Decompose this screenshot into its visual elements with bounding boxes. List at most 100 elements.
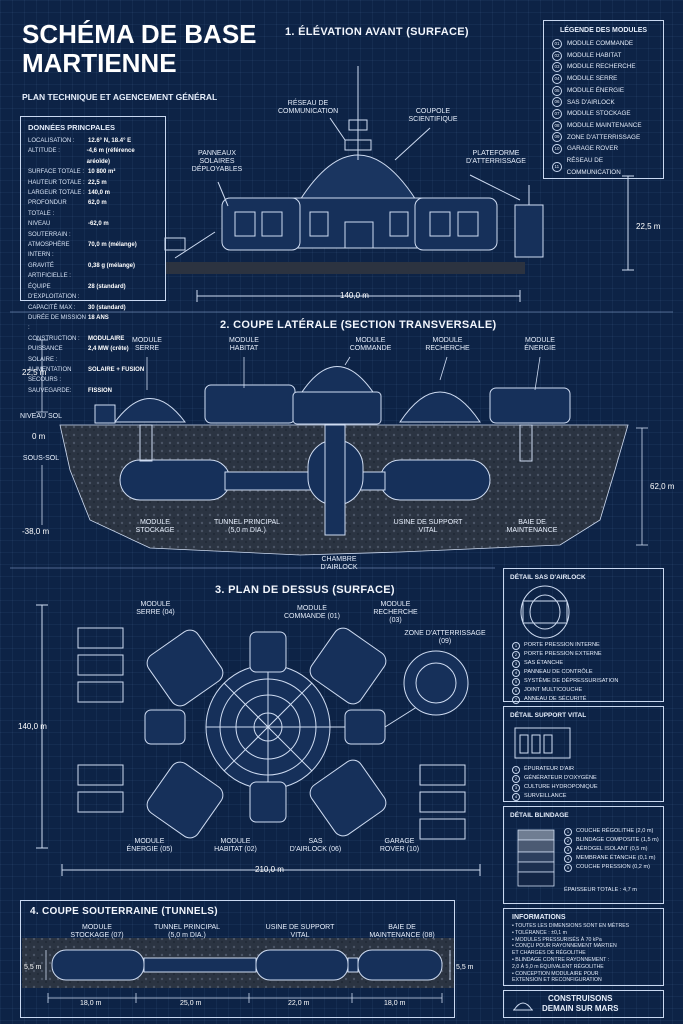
info-panel: INFORMATIONS • TOUTES LES DIMENSIONS SON… <box>503 908 664 986</box>
main-data-key: GRAVITÉ ARTIFICIELLE : <box>28 262 71 280</box>
legend-label: MODULE RECHERCHE <box>567 63 636 71</box>
tunnel-segment-3: 22,0 m <box>288 1000 310 1007</box>
cross-height: 22,5 m <box>22 368 47 377</box>
legend-number: 01 <box>552 38 562 49</box>
legend-label: MODULE MAINTENANCE <box>567 121 642 129</box>
title-line-1: SCHÉMA DE BASE <box>22 19 257 49</box>
support-detail-number: 4 <box>512 792 520 801</box>
label-tunnel-stockage: MODULE STOCKAGE (07) <box>70 924 124 939</box>
main-data-value: FISSION <box>88 387 113 394</box>
legend-label: ZONE D'ATTERRISSAGE <box>567 133 641 141</box>
airlock-detail-label: PORTE PRESSION INTERNE <box>524 642 600 648</box>
main-data-row: NIVEAU SOUTERRAIN :-62,0 m <box>28 219 158 240</box>
main-data-row: CAPACITÉ MAX :30 (standard) <box>28 303 158 313</box>
info-item: • BLINDAGE CONTRE RAYONNEMENT : <box>512 956 610 963</box>
tunnels-drawing <box>22 938 454 1003</box>
main-data-value: -62,0 m <box>88 221 109 228</box>
main-data-value: 28 (standard) <box>88 283 126 290</box>
legend-number: 09 <box>552 132 562 143</box>
legend-label: SAS D'AIRLOCK <box>567 98 615 106</box>
main-data-key: ALIMENTATION SECOURS : <box>28 366 72 384</box>
label-module-serre: MODULE SERRE <box>132 337 162 352</box>
legend-number: 05 <box>552 85 562 96</box>
support-detail-number: 3 <box>512 783 520 792</box>
blindage-detail-number: 2 <box>564 836 572 845</box>
support-detail-label: CULTURE HYDROPONIQUE <box>524 784 598 790</box>
blindage-detail-number: 4 <box>564 854 572 863</box>
legend-label: GARAGE ROVER <box>567 145 619 153</box>
tunnel-segment-1: 18,0 m <box>80 1000 102 1007</box>
label-tunnel-principal-2: TUNNEL PRINCIPAL (5,0 m DIA.) <box>153 924 221 939</box>
label-zero: 0 m <box>32 432 46 441</box>
label-module-habitat: MODULE HABITAT <box>229 337 259 352</box>
legend-label: MODULE ÉNERGIE <box>567 86 625 94</box>
legend-number: 04 <box>552 73 562 84</box>
label-niveau-sol: NIVEAU SOL <box>19 413 62 420</box>
main-data-value: 12.6° N, 18.4° E <box>88 138 132 144</box>
blindage-detail-label: MEMBRANE ÉTANCHE (0,1 m) <box>576 855 656 861</box>
info-item: EXTENSION ET RECONFIGURATION <box>512 977 602 984</box>
main-data-row: PUISSANCE SOLAIRE :2,4 MW (crête) <box>28 344 158 365</box>
legend-number: 03 <box>552 62 562 73</box>
label-coupole-scientifique: COUPOLE SCIENTIFIQUE <box>408 108 458 123</box>
blindage-detail-number: 5 <box>564 863 572 872</box>
label-module-commande: MODULE COMMANDE <box>349 337 392 352</box>
label-module-energie: MODULE ÉNERGIE <box>524 337 556 352</box>
main-data-value: 18 ANS <box>88 314 109 321</box>
label-usine-support: USINE DE SUPPORT VITAL <box>393 519 463 534</box>
blindage-total: ÉPAISSEUR TOTALE : 4,7 m <box>564 887 637 893</box>
main-data-key: SAUVEGARDE: <box>28 387 72 394</box>
main-data-value: 22,5 m <box>88 179 107 186</box>
label-plan-sas: SAS D'AIRLOCK (06) <box>289 838 342 853</box>
elevation-drawing <box>164 66 634 302</box>
elevation-height: 22,5 m <box>636 222 661 231</box>
info-item: • TOLÉRANCE : ±0,1 m <box>512 929 567 936</box>
mars-badge: CONSTRUISONS DEMAIN SUR MARS <box>503 990 664 1018</box>
badge-line-2: DEMAIN SUR MARS <box>542 1004 619 1013</box>
elevation-width: 140,0 m <box>340 291 369 300</box>
label-module-recherche: MODULE RECHERCHE <box>425 337 470 352</box>
title-line-2: MARTIENNE <box>22 48 177 78</box>
main-data-value: 62,0 m <box>88 200 107 207</box>
main-data-row: LOCALISATION :12.6° N, 18.4° E <box>28 136 158 146</box>
airlock-detail-number: 6 <box>512 686 520 695</box>
support-detail-label: GÉNÉRATEUR D'OXYGÈNE <box>524 775 597 781</box>
blindage-detail-label: BLINDAGE COMPOSITE (1,5 m) <box>576 837 659 843</box>
airlock-detail-label: SAS ÉTANCHE <box>524 660 564 666</box>
airlock-detail-number: 3 <box>512 659 520 668</box>
main-data-row: ALIMENTATION SECOURS :SOLAIRE + FUSION <box>28 365 158 386</box>
legend-number: 02 <box>552 50 562 61</box>
page-title: SCHÉMA DE BASE MARTIENNE <box>22 20 257 78</box>
main-data-key: LARGEUR TOTALE : <box>28 190 85 197</box>
top-plan-drawing <box>36 604 481 876</box>
blindage-detail-item: 2 BLINDAGE COMPOSITE (1,5 m) <box>564 836 659 845</box>
plan-width: 210,0 m <box>255 865 284 874</box>
plan-height: 140,0 m <box>18 722 47 731</box>
airlock-detail-number: 7 <box>512 695 520 704</box>
label-plateforme-atterrissage: PLATEFORME D'ATTERRISSAGE <box>466 150 526 165</box>
legend-number: 06 <box>552 97 562 108</box>
info-item: • MODULES PRESSURISÉS À 70 kPa <box>512 936 602 943</box>
support-detail-item: 3 CULTURE HYDROPONIQUE <box>512 783 598 792</box>
airlock-detail-number: 5 <box>512 677 520 686</box>
main-data-key: SURFACE TOTALE : <box>28 169 85 176</box>
section-4-title: 4. COUPE SOUTERRAINE (TUNNELS) <box>30 906 218 917</box>
dome-icon <box>513 1002 533 1011</box>
legend-number: 07 <box>552 109 562 120</box>
